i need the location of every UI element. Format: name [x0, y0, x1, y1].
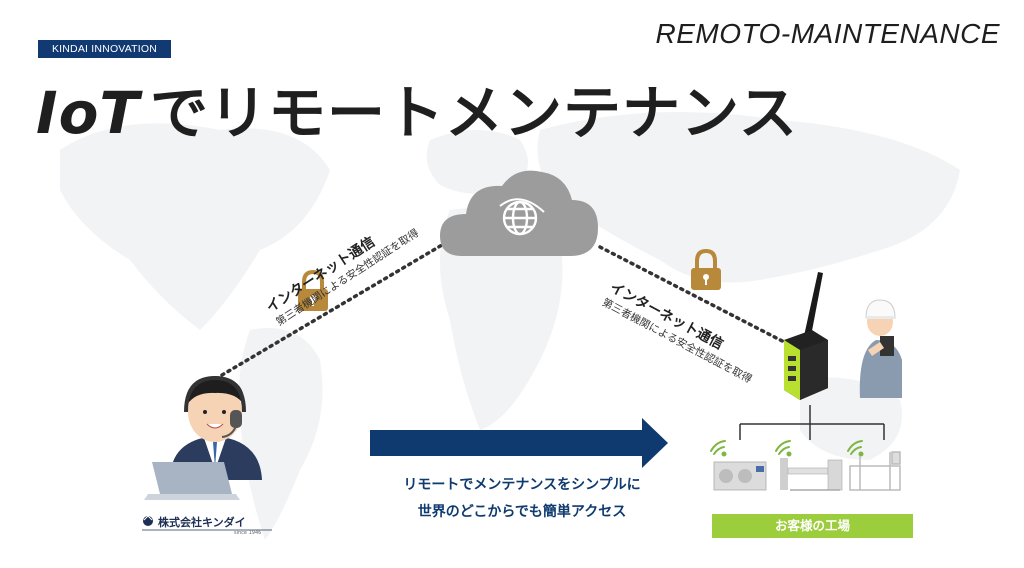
wifi-icon	[775, 440, 792, 457]
flow-arrow	[370, 418, 668, 468]
cloud-icon	[440, 170, 598, 256]
company-since: since 1946	[234, 530, 262, 536]
tagline-line-2: 世界のどこからでも簡単アクセス	[417, 504, 627, 520]
factory-machine-1	[713, 461, 767, 491]
company-name: 株式会社キンダイ	[158, 516, 246, 529]
tagline-line-1: リモートでメンテナンスをシンプルに	[403, 477, 641, 493]
company-logo-mark	[142, 515, 272, 531]
factory-connection-tree	[739, 405, 885, 440]
kindai-innovation-tag: KINDAI INNOVATION	[38, 40, 171, 58]
wifi-icon	[710, 440, 727, 457]
laptop-icon	[144, 462, 240, 500]
customer-factory-label: お客様の工場	[712, 514, 913, 538]
wifi-icon	[847, 440, 864, 457]
left-connection-line	[220, 243, 444, 377]
title-iot: IoT	[36, 79, 140, 147]
title-rest: でリモートメンテナンス	[150, 79, 798, 147]
right-connection-line	[598, 245, 792, 347]
router-device-illustration	[784, 272, 828, 400]
factory-machine-3	[849, 451, 901, 491]
brand-english-title: REMOTO-MAINTENANCE	[655, 18, 1000, 49]
technician-illustration	[859, 299, 902, 398]
tagline: リモートでメンテナンスをシンプルに 世界のどこからでも簡単アクセス	[382, 472, 662, 526]
globe-icon	[499, 198, 545, 236]
lock-icon-left	[298, 269, 328, 311]
lock-icon-right	[691, 248, 721, 290]
factory-machine-2	[780, 458, 843, 491]
